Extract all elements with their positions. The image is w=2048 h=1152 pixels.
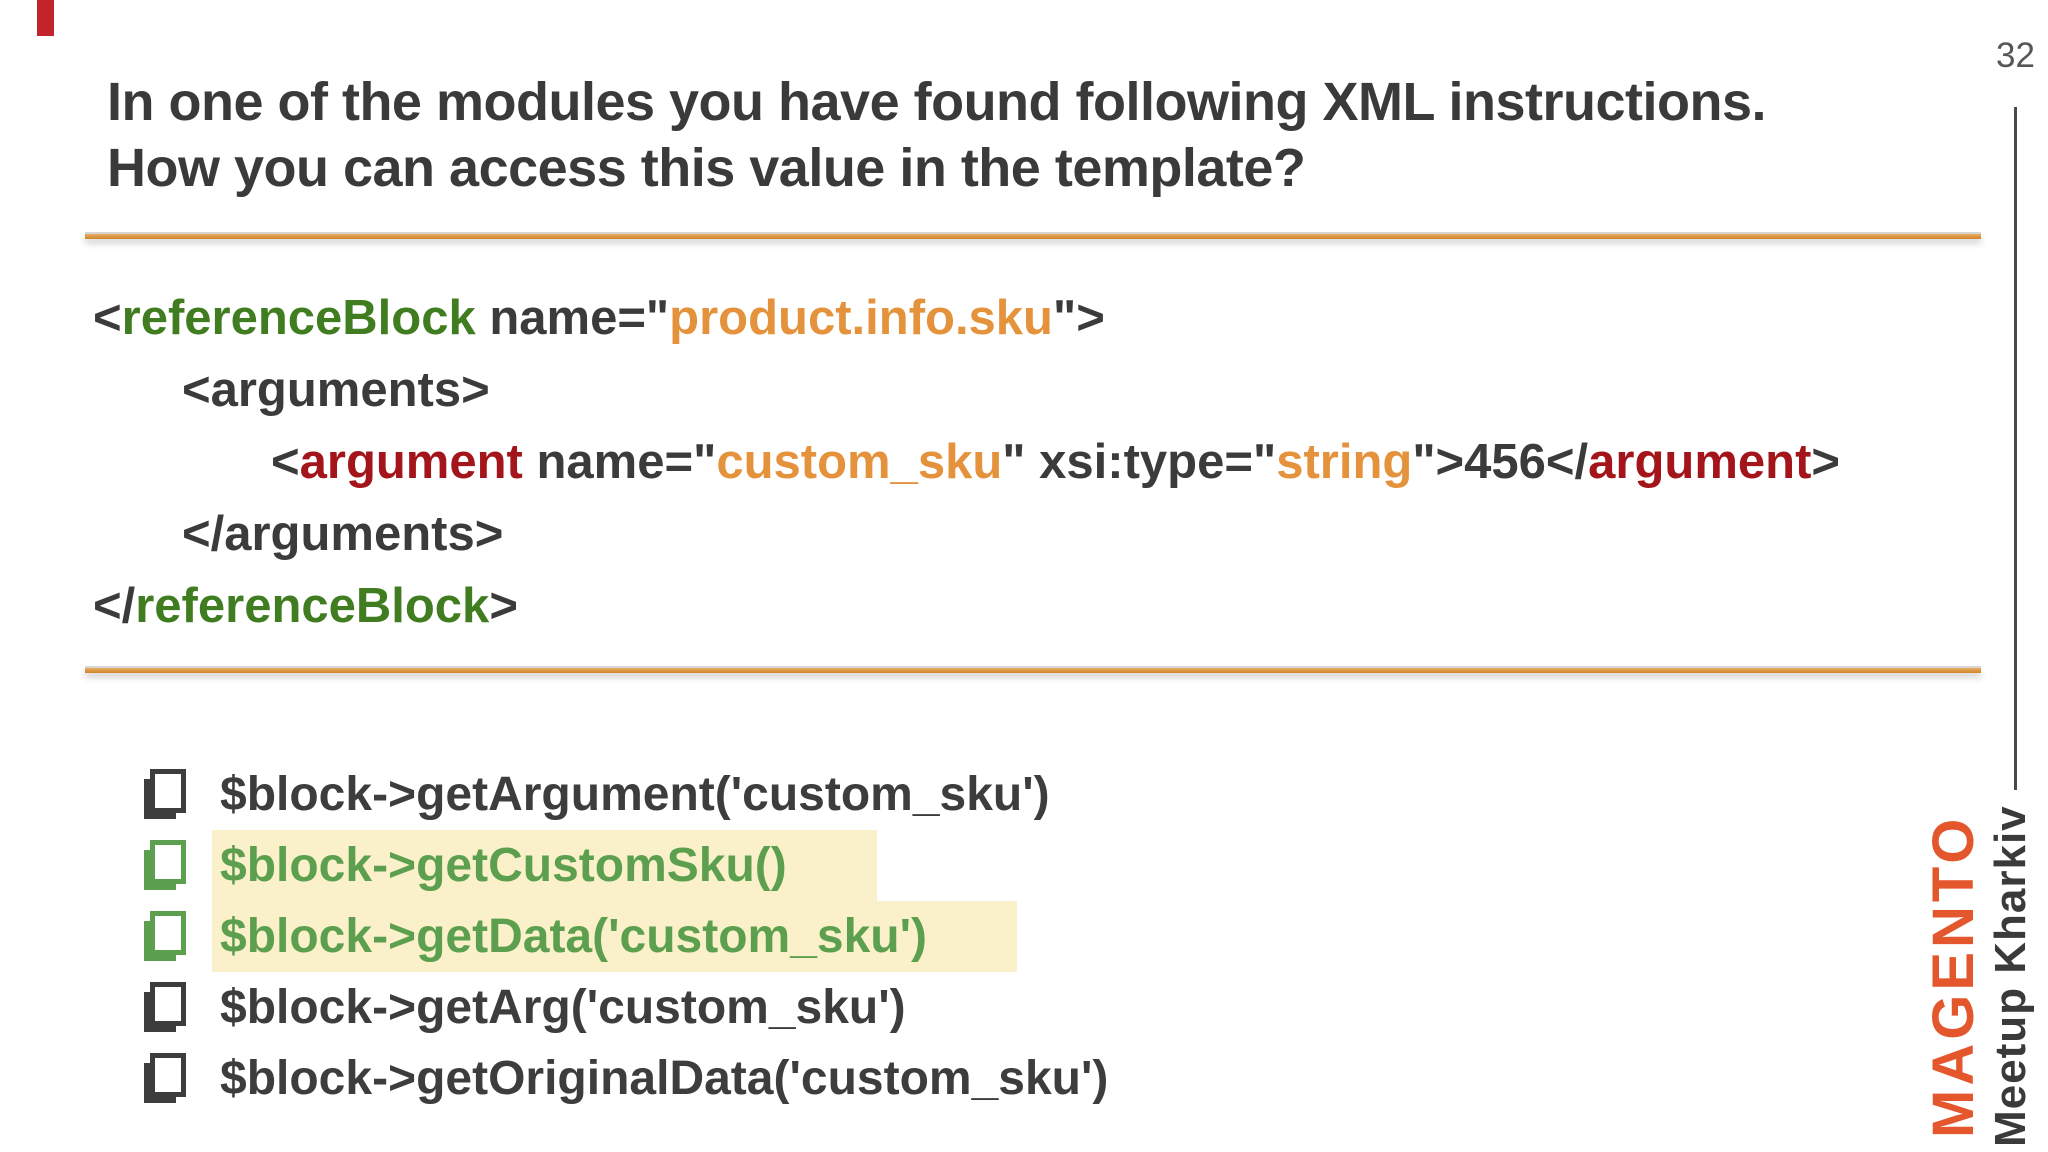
- slide-title: In one of the modules you have found fol…: [107, 69, 1997, 201]
- xml-token-green: referenceBlock: [135, 579, 490, 633]
- page-number: 32: [1996, 36, 2035, 75]
- xml-token-dark: " xsi:type=": [1002, 435, 1277, 489]
- xml-token-dark: name=": [522, 435, 717, 489]
- empty-checkbox-icon: [150, 981, 186, 1026]
- title-line-2: How you can access this value in the tem…: [107, 138, 1306, 198]
- answer-row-5: $block->getOriginalData('custom_sku'): [142, 1043, 1118, 1114]
- xml-token-dark: </: [93, 579, 136, 633]
- divider-top: [85, 234, 1981, 239]
- empty-checkbox-icon: [150, 768, 186, 813]
- vertical-rule: [2014, 107, 2017, 790]
- xml-token-dark: </arguments>: [182, 507, 504, 561]
- answer-label: $block->getData('custom_sku'): [212, 901, 1018, 972]
- answer-row-1: $block->getArgument('custom_sku'): [142, 759, 1118, 830]
- xml-token-orange: product.info.sku: [669, 291, 1053, 345]
- xml-token-red: argument: [299, 435, 523, 489]
- answer-list: $block->getArgument('custom_sku') $block-…: [142, 759, 1118, 1114]
- xml-code-line-2: <arguments>: [93, 354, 1840, 426]
- xml-token-orange: custom_sku: [716, 435, 1003, 489]
- xml-token-red: argument: [1588, 435, 1812, 489]
- xml-token-dark: <: [271, 435, 300, 489]
- answer-row-2: $block->getCustomSku(): [142, 830, 1118, 901]
- answer-row-3: $block->getData('custom_sku'): [142, 901, 1118, 972]
- xml-token-dark: name=": [475, 291, 670, 345]
- xml-code-block: <referenceBlock name="product.info.sku">…: [93, 282, 1840, 642]
- empty-checkbox-icon: [150, 1052, 186, 1097]
- red-accent-bar: [37, 0, 54, 36]
- xml-code-line-5: </referenceBlock>: [93, 570, 1840, 642]
- empty-checkbox-icon: [150, 839, 186, 884]
- meetup-kharkiv-label: Meetup Kharkiv: [1986, 805, 2035, 1147]
- answer-label: $block->getCustomSku(): [212, 830, 877, 901]
- answer-row-4: $block->getArg('custom_sku'): [142, 972, 1118, 1043]
- answer-label: $block->getArgument('custom_sku'): [220, 768, 1050, 821]
- magento-logo-text: MAGENTO: [1921, 814, 1986, 1138]
- xml-code-line-1: <referenceBlock name="product.info.sku">: [93, 282, 1840, 354]
- empty-checkbox-icon: [150, 910, 186, 955]
- xml-token-dark: >: [1811, 435, 1841, 489]
- answer-label: $block->getOriginalData('custom_sku'): [220, 1052, 1109, 1105]
- xml-token-dark: >: [489, 579, 518, 633]
- xml-token-dark: <arguments>: [182, 363, 490, 417]
- xml-code-line-4: </arguments>: [93, 498, 1840, 570]
- xml-token-dark: ">: [1053, 291, 1105, 345]
- xml-token-dark: ">456</: [1412, 435, 1589, 489]
- xml-token-orange: string: [1276, 435, 1413, 489]
- xml-token-dark: <: [93, 291, 122, 345]
- answer-label: $block->getArg('custom_sku'): [220, 981, 906, 1034]
- xml-token-green: referenceBlock: [121, 291, 476, 345]
- title-line-1: In one of the modules you have found fol…: [107, 72, 1767, 132]
- divider-bottom: [85, 668, 1981, 673]
- xml-code-line-3: <argument name="custom_sku" xsi:type="st…: [93, 426, 1840, 498]
